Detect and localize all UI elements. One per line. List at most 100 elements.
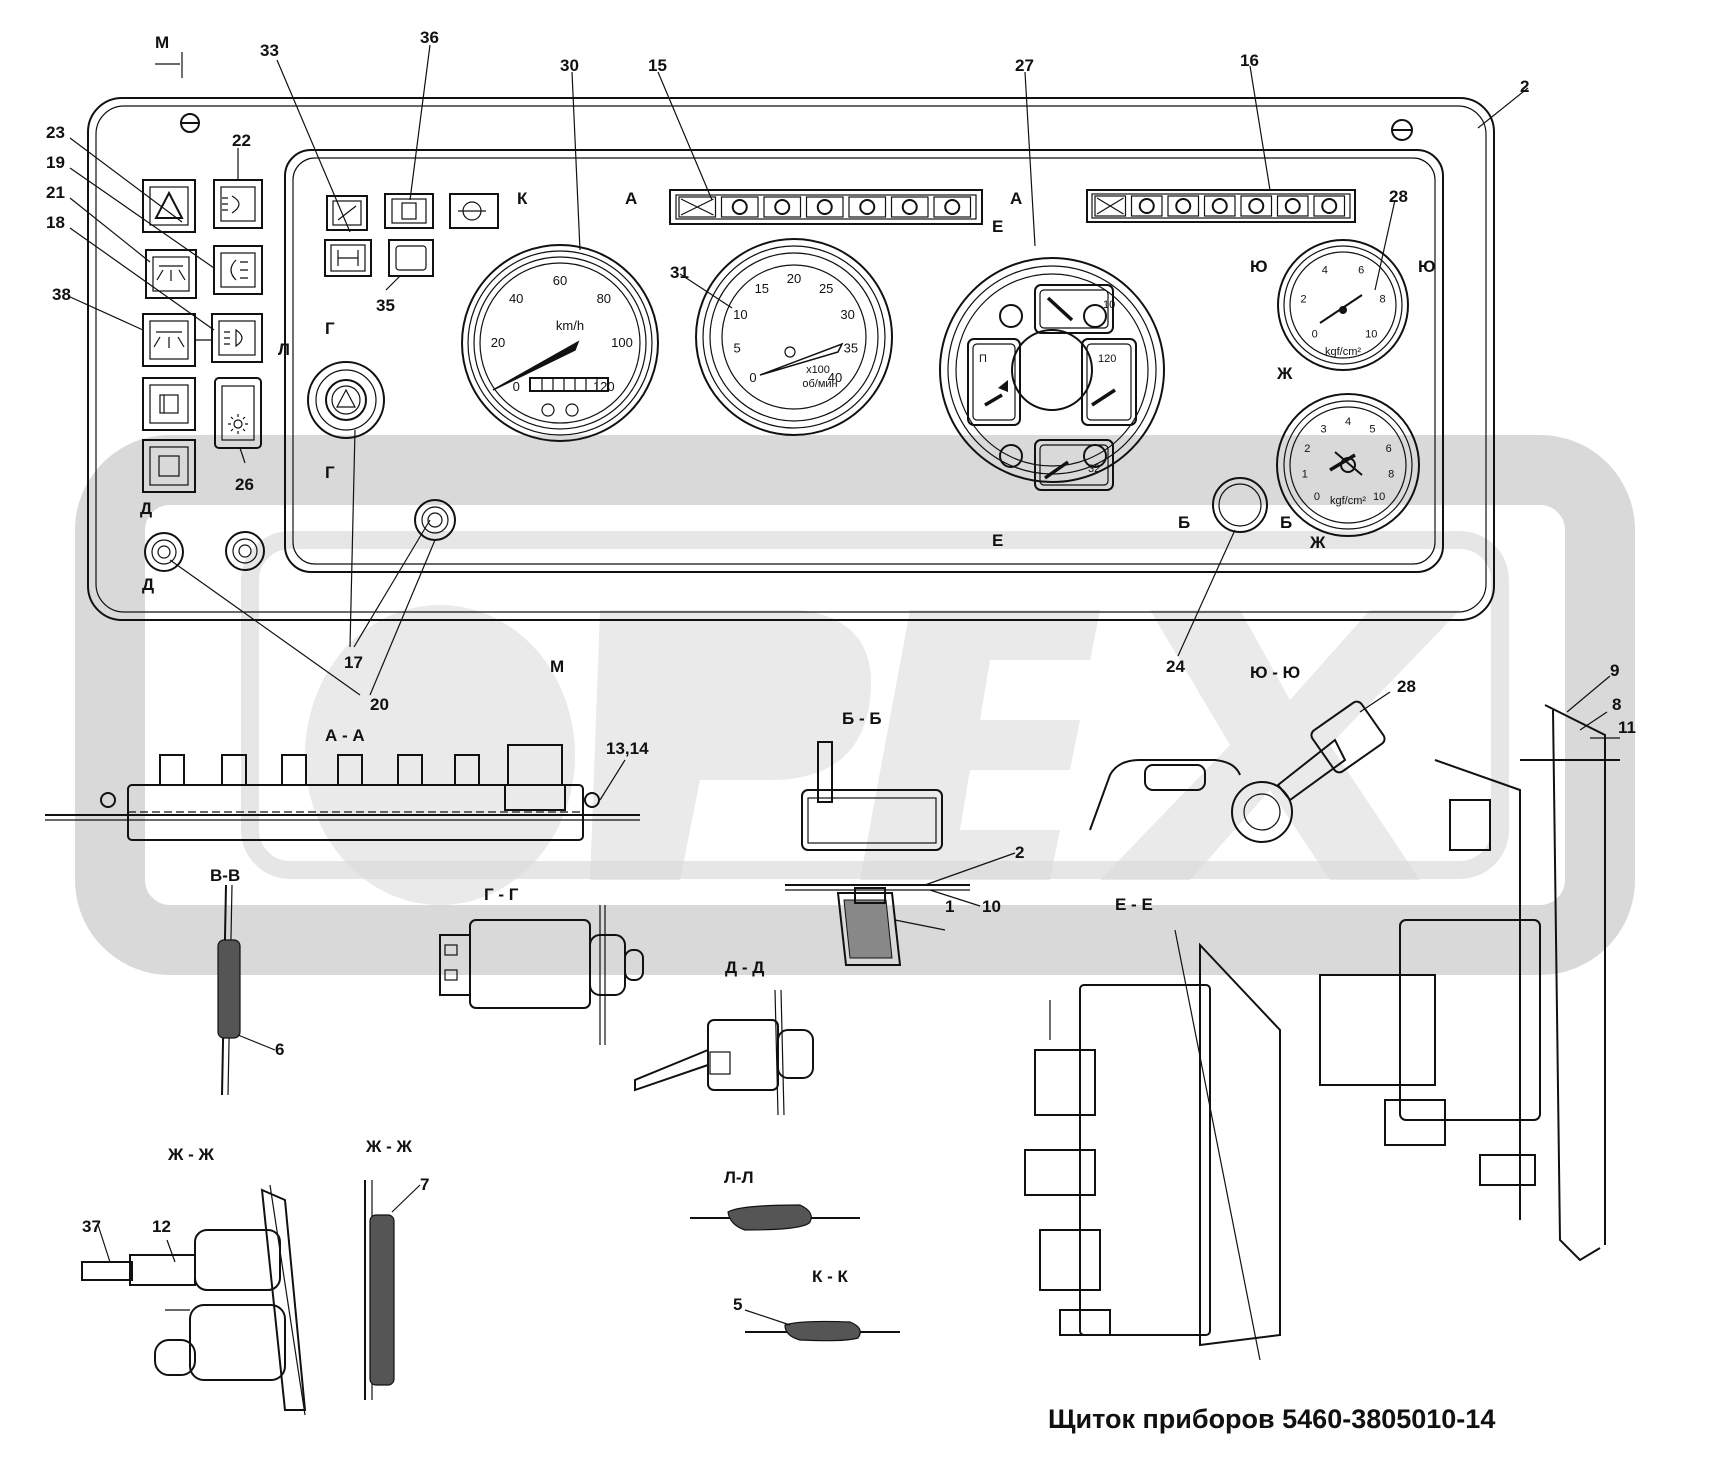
switch-19-rear-fog [213,245,263,295]
pressure-lower-tick-label: 5 [1369,423,1375,435]
svg-text:1: 1 [945,897,954,916]
section-ee [1024,929,1281,1361]
pressure-upper-tick-label: 6 [1358,264,1364,276]
section-title-gg: Г - Г [484,885,519,904]
svg-text:Д: Д [142,575,154,594]
svg-text:35: 35 [376,296,395,315]
strip16-lamp-icon [1248,198,1265,214]
screw-icon [1391,119,1413,141]
socket-20b [225,531,265,571]
temp-value: 120 [1098,353,1116,365]
switch-23-hazard-button [142,179,196,233]
strip16-lamp [1167,195,1200,217]
switch-cab-tilt [142,377,196,431]
section-markers: М М А А К Е Е Г Г Д Д Л Б Б Ж Ж Ю Ю [140,33,1436,676]
strip15-lamp [933,196,972,218]
svg-text:8: 8 [1612,695,1621,714]
pressure-lower-tick-label: 10 [1373,491,1385,503]
switch-18-headlight [211,313,263,363]
strip15-lamp [848,196,887,218]
speedometer-tick-label: 100 [611,335,633,350]
speedometer-needle [492,340,580,391]
tachometer-tick-label: 20 [787,271,801,286]
extra-callouts: 28 [1397,677,1416,696]
svg-text:Е: Е [992,217,1003,236]
callout-labels: 1 2 5 6 7 8 9 10 11 12 13,14 15 16 17 18… [46,28,1636,1314]
bracket-section [1319,675,1620,1262]
pressure-lower-tick-label: 6 [1386,443,1392,455]
button-17-socket [307,361,385,439]
left-switches [142,179,265,572]
pressure-upper-tick-label: 0 [1312,328,1318,340]
tachometer-tick-label: 0 [749,370,756,385]
section-title-ee: Е - Е [1115,895,1153,914]
svg-text:31: 31 [670,263,689,282]
pressure-upper-tick-label: 8 [1379,294,1385,306]
svg-text:28: 28 [1389,187,1408,206]
strip16-lamp [1313,195,1346,217]
tachometer-unit-1: x100 [806,364,830,376]
svg-text:18: 18 [46,213,65,232]
svg-text:38: 38 [52,285,71,304]
switch-38-beacon [142,313,196,367]
svg-text:М: М [155,33,169,52]
speedometer-tick-label: 80 [597,291,611,306]
strip16-lamp [1276,195,1309,217]
strip15-lamp [720,196,759,218]
svg-text:36: 36 [420,28,439,47]
svg-text:М: М [550,657,564,676]
strip15-lamp-icon [901,199,918,215]
section-title-vv: В-В [210,866,240,885]
svg-text:23: 23 [46,123,65,142]
speedometer-tick-label: 40 [509,291,523,306]
section-dd [634,989,814,1116]
drawing-title: Щиток приборов 5460-3805010-14 [1048,1404,1495,1434]
svg-text:10: 10 [982,897,1001,916]
svg-text:К: К [517,189,528,208]
tachometer-unit-2: об/мин [802,378,837,390]
pressure-lower-tick-label: 4 [1345,416,1351,428]
tachometer-tick-label: 10 [733,307,747,322]
section-title-ll: Л-Л [724,1168,754,1187]
panel-frame [87,97,1495,621]
pressure-lower-unit: kgf/cm² [1330,495,1366,507]
switch-21-work-light [145,249,197,299]
section-title-zhzh-1: Ж - Ж [167,1145,214,1164]
svg-text:28: 28 [1397,677,1416,696]
svg-text:24: 24 [1166,657,1185,676]
speedometer-tick-label: 20 [491,335,505,350]
pressure-upper-tick-label: 4 [1322,264,1328,276]
switch-26-panel-light [214,377,262,449]
switch-22-fog-light [213,179,263,229]
speedometer-tick-label: 60 [553,273,567,288]
section-title-dd: Д - Д [725,958,764,977]
section-title-zhzh-2: Ж - Ж [365,1137,412,1156]
switch-blank [142,439,196,493]
watermark-logo [75,435,1635,975]
switch-k [449,193,499,229]
svg-text:Ю: Ю [1418,257,1436,276]
svg-text:27: 27 [1015,56,1034,75]
strip15-lamp-icon [680,198,714,216]
svg-text:Б: Б [1178,513,1190,532]
combination-gauge-27: 10 П 120 32 [939,257,1165,491]
strip15-lamp-icon [944,199,961,215]
strip15-lamp-icon [859,199,876,215]
tachometer-needle [759,342,844,376]
svg-text:Г: Г [325,319,335,338]
switch-35 [388,239,434,277]
tachometer-tick-label: 35 [844,340,858,355]
fuel-label: П [979,353,987,365]
tachometer-tick-label: 30 [840,307,854,322]
strip16-lamp-icon [1321,198,1338,214]
pressure-lower-tick-label: 2 [1304,443,1310,455]
svg-text:Д: Д [140,499,152,518]
svg-text:9: 9 [1610,661,1619,680]
screw-icon [180,113,200,133]
svg-text:37: 37 [82,1217,101,1236]
svg-text:19: 19 [46,153,65,172]
